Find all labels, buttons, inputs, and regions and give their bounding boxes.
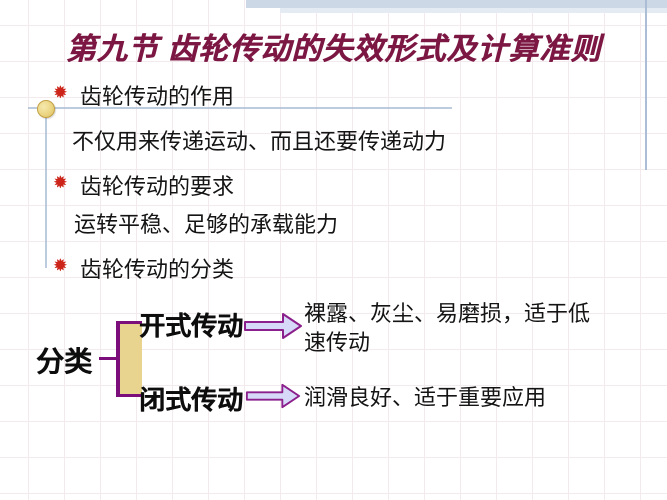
bullet-label-2: 齿轮传动的要求: [80, 174, 235, 199]
vertical-guide-line: [45, 110, 47, 268]
horizontal-guide-line: [28, 107, 452, 109]
branch-description-open: 裸露、灰尘、易磨损，适于低速传动: [304, 301, 591, 356]
flower-bullet-icon: ✹: [53, 173, 68, 192]
bullet-label-1: 齿轮传动的作用: [80, 84, 235, 109]
right-arrow-icon: [243, 382, 303, 410]
bracket-shape: [116, 321, 142, 397]
classification-root-label: 分类: [36, 347, 93, 378]
slide-title: 第九节 齿轮传动的失效形式及计算准则: [65, 33, 602, 66]
flower-bullet-icon: ✹: [53, 83, 68, 102]
header-bar-light: [280, 8, 667, 13]
flower-bullet-icon: ✹: [53, 256, 68, 275]
header-bar: [246, 0, 667, 8]
bullet-label-3: 齿轮传动的分类: [80, 257, 235, 282]
branch-name-closed: 闭式传动: [139, 386, 244, 415]
right-edge-rule: [645, 0, 647, 170]
branch-name-open: 开式传动: [139, 312, 244, 341]
bullet-detail-1: 不仅用来传递运动、而且还要传递动力: [72, 129, 447, 154]
root-connector-line: [99, 357, 117, 360]
bullet-detail-2: 运转平稳、足够的承载能力: [74, 212, 339, 237]
pin-ball-icon: [37, 100, 55, 118]
branch-description-closed: 润滑良好、适于重要应用: [304, 385, 547, 410]
right-arrow-icon: [243, 311, 303, 341]
